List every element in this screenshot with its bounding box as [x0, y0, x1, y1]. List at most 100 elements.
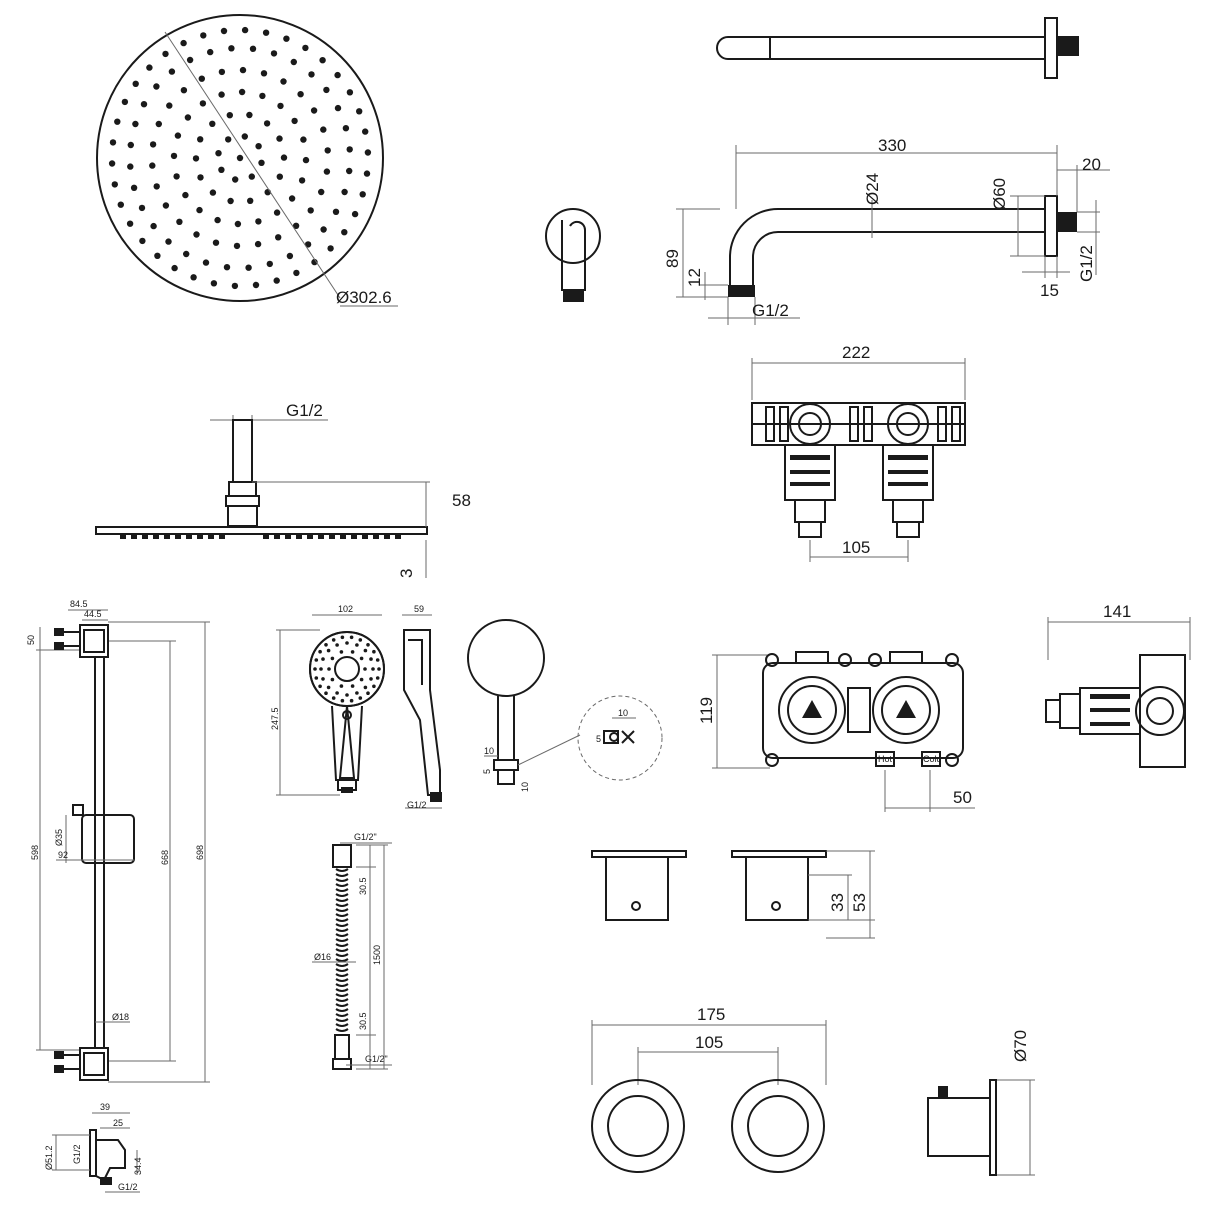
- nozzle-dot: [210, 280, 218, 287]
- nozzle-dot: [341, 229, 348, 236]
- hose-coil: [335, 1028, 349, 1032]
- nozzle-dot: [327, 245, 334, 252]
- side-nozzle: [362, 534, 368, 539]
- hose-thread-top-label: G1/2": [354, 832, 377, 842]
- side-nozzle: [373, 534, 379, 539]
- elbow-diameter-label: Ø51.2: [44, 1145, 54, 1170]
- elbow-offset-label: 25: [113, 1118, 123, 1128]
- nozzle-dot: [138, 204, 146, 212]
- flange-thickness-label: 15: [1040, 281, 1059, 300]
- nozzle-dot: [277, 102, 284, 110]
- nozzle-dot: [351, 210, 359, 218]
- nozzle-dot: [310, 107, 318, 114]
- rail-inner-label: 598: [30, 845, 40, 860]
- nozzle-dot: [302, 156, 310, 164]
- nozzle-dot: [283, 35, 290, 42]
- nozzle-dot: [226, 112, 233, 119]
- handset-nozzle: [324, 691, 328, 695]
- nozzle-dot: [262, 29, 270, 36]
- handset-nozzle: [339, 684, 344, 688]
- hose-coil: [335, 988, 349, 992]
- handset-nozzle: [345, 641, 349, 645]
- nozzle-dot: [302, 44, 309, 52]
- nozzle-dot: [111, 181, 119, 188]
- handset-nozzle: [314, 658, 319, 662]
- side-nozzle: [307, 534, 313, 539]
- nozzle-dot: [334, 104, 342, 112]
- hose-coil: [335, 963, 349, 967]
- handset-nozzle: [331, 638, 336, 642]
- round-plate-diameter-label: Ø70: [1011, 1030, 1030, 1062]
- cold-label: Cold: [923, 754, 942, 764]
- rail-bracket-label: 50: [26, 635, 36, 645]
- handset-nozzle: [314, 676, 319, 680]
- nozzle-dot: [228, 45, 235, 52]
- handset-nozzle: [319, 667, 323, 671]
- nozzle-dot: [149, 141, 157, 148]
- valve1-width-label: 141: [1103, 602, 1131, 621]
- plate-width-label: 175: [697, 1005, 725, 1024]
- nozzle-dot: [192, 155, 200, 162]
- nozzle-dot: [162, 50, 169, 58]
- side-nozzle: [351, 534, 357, 539]
- handset-nozzle: [335, 691, 339, 695]
- wall-outlet-elbow: 39 25 Ø51.2 G1/2 34.4 G1/2: [44, 1102, 143, 1193]
- hose-coil: [335, 1013, 349, 1017]
- handset-nozzle: [313, 667, 317, 671]
- nozzle-dot: [182, 191, 189, 199]
- nozzle-dot: [207, 48, 214, 56]
- handset-width-label: 102: [338, 604, 353, 614]
- handset-nozzle: [358, 696, 363, 700]
- nozzle-dot: [130, 184, 138, 191]
- nozzle-dot: [280, 154, 288, 161]
- nozzle-dot: [341, 188, 348, 196]
- handset-nozzle: [371, 667, 375, 671]
- nozzle-dot: [342, 125, 350, 132]
- nozzle-dot: [218, 68, 226, 76]
- nozzle-dot: [260, 70, 268, 77]
- arm-diameter-label: Ø24: [863, 173, 882, 205]
- holder-dim-b-label: 10: [520, 782, 530, 792]
- handset-nozzle: [324, 643, 328, 647]
- holder-dim-a-label: 10: [484, 746, 494, 756]
- arm-outlet-label: 12: [685, 268, 704, 287]
- nozzle-dot: [166, 102, 173, 109]
- handset-nozzle: [335, 643, 339, 647]
- handset-nozzle: [350, 650, 355, 654]
- nozzle-dot: [263, 120, 271, 127]
- nozzle-dot: [114, 118, 121, 125]
- nozzle-dot: [255, 143, 262, 150]
- side-nozzles: [120, 534, 401, 539]
- nozzle-dot: [308, 71, 315, 78]
- handset-nozzle: [355, 691, 359, 695]
- hose-coil: [335, 908, 349, 912]
- nozzle-dot: [291, 117, 298, 125]
- nozzle-dot: [346, 146, 353, 153]
- nozzle-dot: [127, 163, 134, 170]
- arm-thread-label: G1/2: [752, 301, 789, 320]
- hose-coil: [335, 898, 349, 902]
- nozzle-dot: [259, 92, 266, 100]
- handset-nozzle: [359, 656, 364, 661]
- rail-offset-b-label: 44.5: [84, 609, 102, 619]
- twin-valve-body: 119 Hot Cold 50: [697, 651, 975, 812]
- nozzle-dot: [252, 281, 260, 289]
- valve2-centres-label: 105: [842, 538, 870, 557]
- detail-view: 10 5: [577, 695, 663, 781]
- hose-coil: [335, 973, 349, 977]
- nozzle-dot: [320, 126, 327, 133]
- handset-nozzle: [369, 677, 373, 681]
- nozzle-dot: [154, 252, 161, 259]
- side-nozzle: [153, 534, 159, 539]
- plate-centres-label: 105: [695, 1033, 723, 1052]
- side-nozzle: [142, 534, 148, 539]
- nozzle-dot: [290, 58, 297, 66]
- hose-coil: [335, 923, 349, 927]
- nozzle-dot: [245, 264, 252, 271]
- flange-diameter-label: Ø60: [990, 178, 1009, 210]
- hose-coil: [335, 918, 349, 922]
- knob-height-outer-label: 53: [850, 893, 869, 912]
- nozzle-dot: [227, 197, 234, 205]
- nozzle-dot: [332, 208, 340, 215]
